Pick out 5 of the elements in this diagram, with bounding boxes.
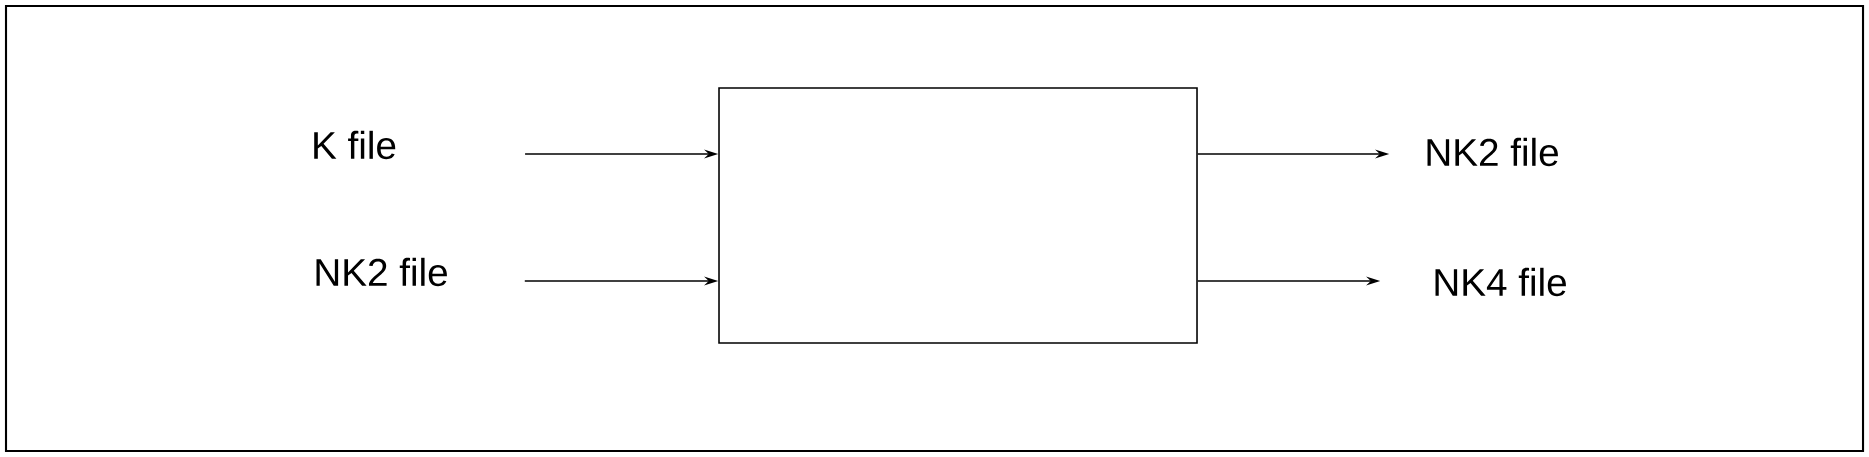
file-label: NK2 file — [316, 257, 447, 287]
process-box — [718, 87, 1198, 344]
file-label: NK2 file — [1427, 137, 1558, 167]
file-label: K file — [314, 130, 396, 160]
file-label: NK4 file — [1435, 267, 1566, 297]
